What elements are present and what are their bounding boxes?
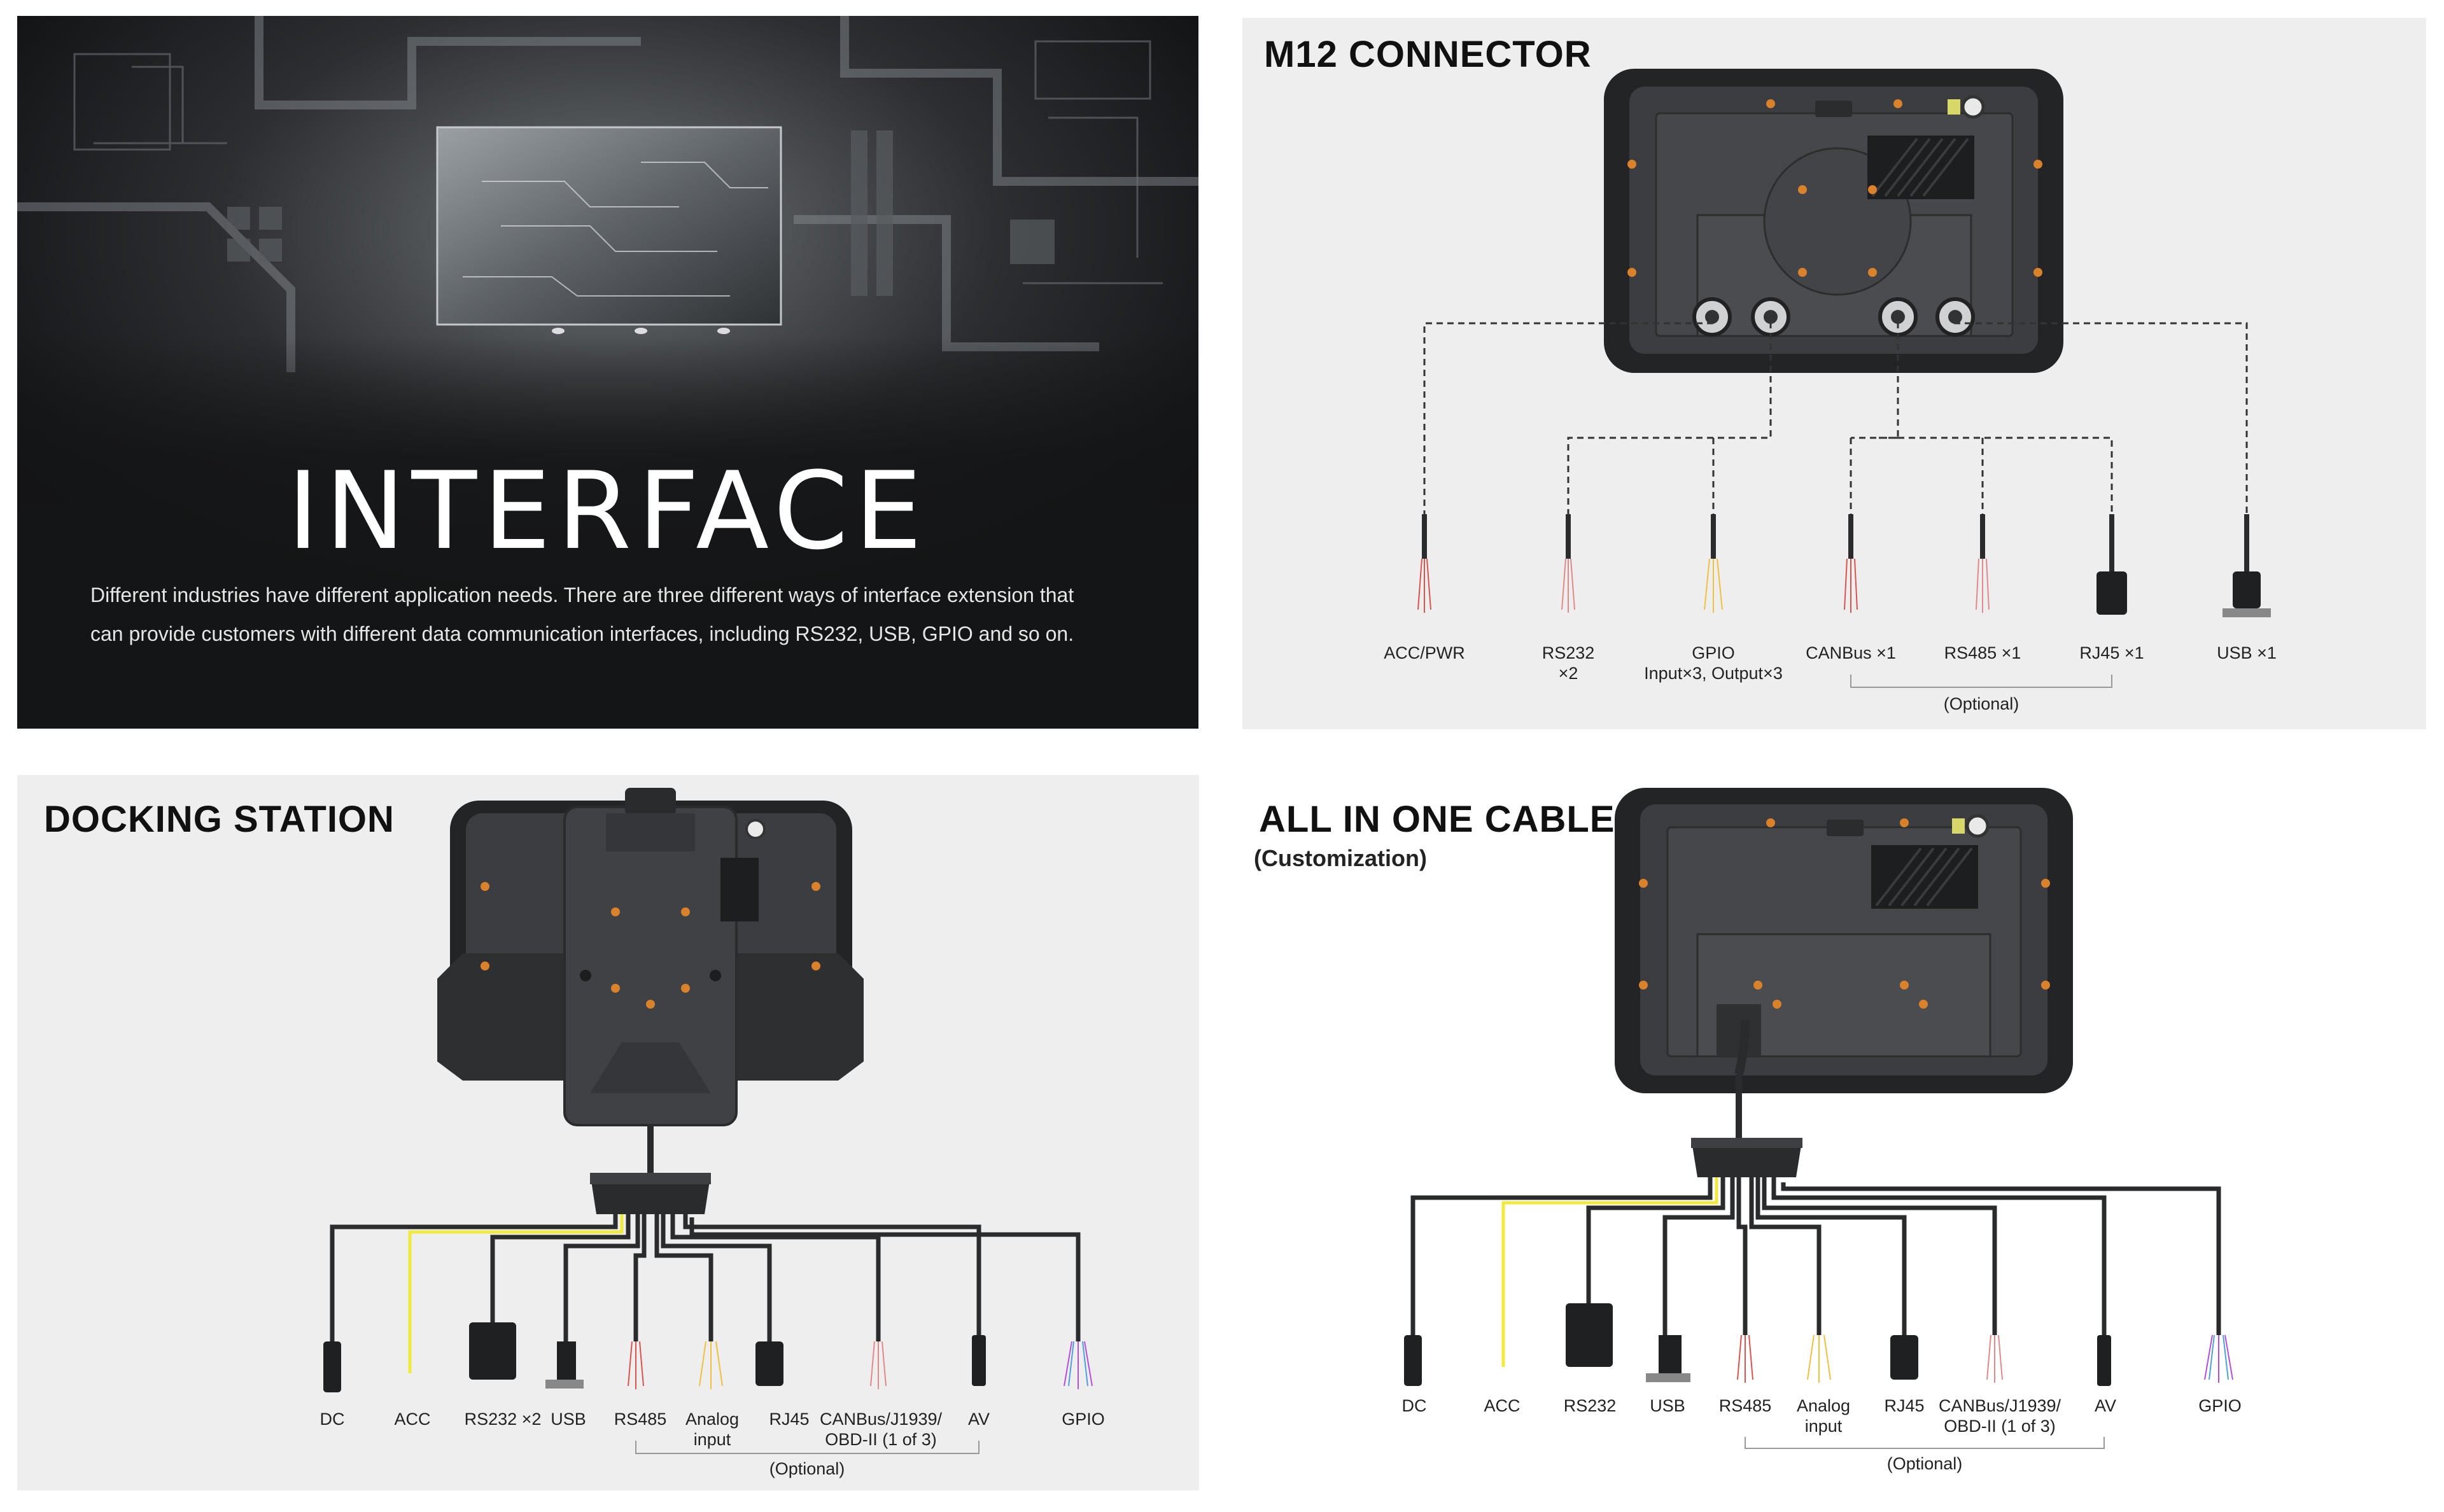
tablet-back-docking [437,788,864,1126]
dock-optional-label: (Optional) [769,1459,845,1478]
dock-label-dc: DC [320,1410,345,1429]
m12-label-rs485: RS485 ×1 [1944,643,2021,662]
m12-label-canbus: CANBus ×1 [1806,643,1896,662]
dock-label-usb: USB [551,1410,586,1429]
m12-title: M12 CONNECTOR [1264,34,1592,75]
dock-label-canbus: CANBus/J1939/OBD-II (1 of 3) [819,1410,943,1449]
dock-label-acc: ACC [394,1410,431,1429]
docking-optional-bracket [635,1441,980,1454]
aio-subtitle: (Customization) [1254,845,1427,871]
aio-label-rj45: RJ45 [1884,1396,1925,1415]
aio-diagram [1404,788,2233,1449]
dock-label-av: AV [967,1410,990,1429]
aio-label-gpio: GPIO [2198,1396,2242,1415]
aio-label-dc: DC [1401,1396,1427,1415]
aio-label-rs232: RS232 [1563,1396,1617,1415]
interface-panel: INTERFACE Different industries have diff… [17,16,1198,729]
docking-station-panel: DOCKING STATION DC ACC RS232 ×2 USB RS48… [17,775,1199,1490]
aio-title: ALL IN ONE CABLE [1259,799,1615,840]
aio-label-acc: ACC [1484,1396,1520,1415]
aio-label-canbus: CANBus/J1939/OBD-II (1 of 3) [1938,1396,2061,1436]
aio-cable-harness [1404,1074,2233,1386]
m12-diagram [1417,69,2271,688]
all-in-one-cable-panel: ALL IN ONE CABLE (Customization) DC ACC … [1242,775,2426,1490]
m12-dashed-routing [1423,322,2248,514]
dock-label-rs232: RS232 ×2 [464,1410,542,1429]
tablet-back-m12 [1604,69,2063,373]
dock-label-rs485: RS485 [614,1410,667,1429]
tablet-back-aio [1615,788,2073,1093]
dock-label-rj45: RJ45 [769,1410,810,1429]
m12-label-usb: USB ×1 [2217,643,2277,662]
m12-label-acc-pwr: ACC/PWR [1384,643,1465,662]
aio-label-av: AV [2094,1396,2117,1415]
m12-optional-label: (Optional) [1943,694,2019,713]
docking-title: DOCKING STATION [44,799,395,840]
m12-label-rs232: RS232×2 [1542,643,1595,683]
m12-label-rj45: RJ45 ×1 [2079,643,2144,662]
dock-label-gpio: GPIO [1062,1410,1105,1429]
interface-title: INTERFACE [287,449,929,573]
interface-description: Different industries have different appl… [90,584,1074,645]
docking-diagram [323,788,1093,1454]
aio-label-rs485: RS485 [1718,1396,1772,1415]
circuit-board-image [17,16,1198,729]
docking-cable-harness [323,1125,1093,1392]
aio-label-usb: USB [1650,1396,1685,1415]
m12-optional-bracket [1850,675,2112,688]
aio-optional-bracket [1745,1437,2105,1449]
m12-cables [1417,514,2271,617]
aio-optional-label: (Optional) [1886,1454,1963,1473]
